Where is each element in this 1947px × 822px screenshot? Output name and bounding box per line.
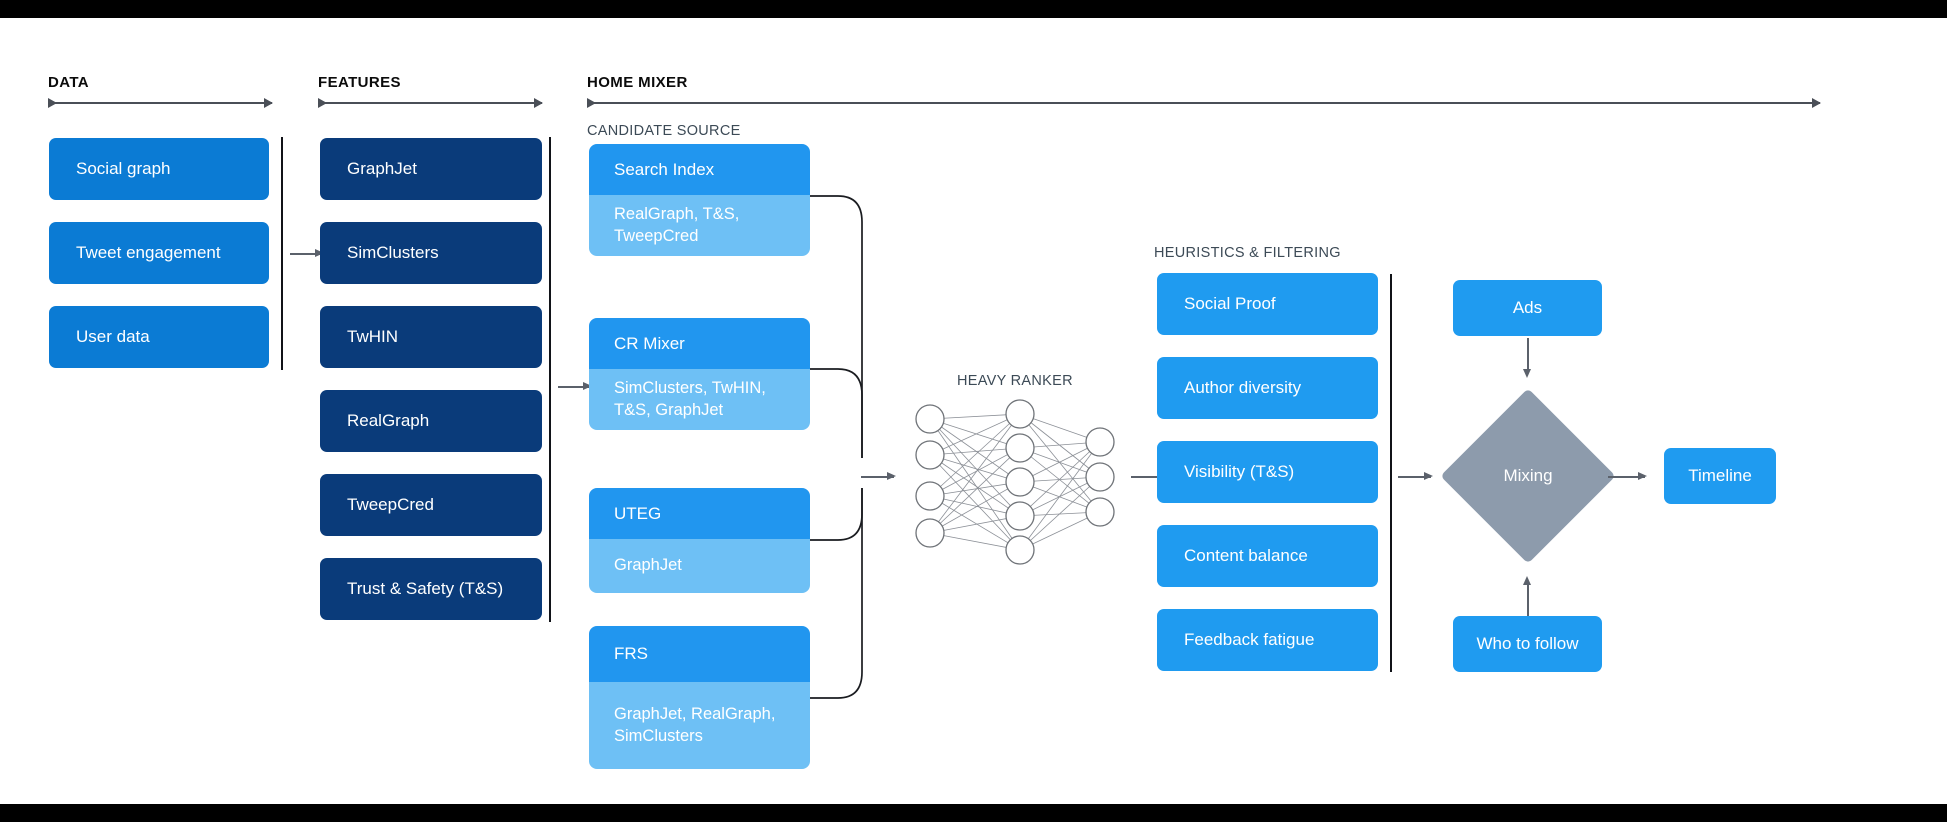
nn-input-node <box>915 440 945 470</box>
feature-box-tweepcred[interactable]: TweepCred <box>320 474 542 536</box>
features-axis-arrow <box>318 98 543 108</box>
arrow-mixing-to-timeline <box>1608 473 1647 480</box>
feature-box-simclusters[interactable]: SimClusters <box>320 222 542 284</box>
heuristic-box-author-diversity[interactable]: Author diversity <box>1157 357 1378 419</box>
feature-box-trust-safety[interactable]: Trust & Safety (T&S) <box>320 558 542 620</box>
nn-hidden-node <box>1005 535 1035 565</box>
divider-data-features <box>281 137 283 370</box>
feature-box-twhin[interactable]: TwHIN <box>320 306 542 368</box>
nn-output-node <box>1085 427 1115 457</box>
candidate-source-title: FRS <box>589 626 810 682</box>
candidate-source-search-index[interactable]: Search Index RealGraph, T&S, TweepCred <box>589 144 810 256</box>
nn-hidden-node <box>1005 501 1035 531</box>
heavy-ranker-network <box>915 399 1115 565</box>
candidate-source-title: CR Mixer <box>589 318 810 369</box>
heuristic-box-visibility[interactable]: Visibility (T&S) <box>1157 441 1378 503</box>
connector-overlay <box>810 195 1115 699</box>
data-box-social-graph[interactable]: Social graph <box>49 138 269 200</box>
data-box-tweet-engagement[interactable]: Tweet engagement <box>49 222 269 284</box>
data-box-label: User data <box>76 327 150 347</box>
nn-hidden-node <box>1005 399 1035 429</box>
output-box-who-to-follow[interactable]: Who to follow <box>1453 616 1602 672</box>
feature-box-label: TwHIN <box>347 327 398 347</box>
candidate-source-features: GraphJet <box>589 539 810 593</box>
section-label-heavy-ranker: HEAVY RANKER <box>957 373 1073 389</box>
heuristic-box-content-balance[interactable]: Content balance <box>1157 525 1378 587</box>
feature-box-label: GraphJet <box>347 159 417 179</box>
feature-box-graphjet[interactable]: GraphJet <box>320 138 542 200</box>
heuristic-box-label: Content balance <box>1184 546 1308 566</box>
heuristic-box-label: Social Proof <box>1184 294 1276 314</box>
section-label-home-mixer: HOME MIXER <box>587 74 688 91</box>
candidate-source-title: UTEG <box>589 488 810 539</box>
heuristic-box-feedback-fatigue[interactable]: Feedback fatigue <box>1157 609 1378 671</box>
home-mixer-axis-arrow <box>587 98 1821 108</box>
diagram-stage: DATA FEATURES HOME MIXER CANDIDATE SOURC… <box>0 18 1947 804</box>
nn-input-node <box>915 518 945 548</box>
candidate-source-uteg[interactable]: UTEG GraphJet <box>589 488 810 593</box>
arrow-heuristics-to-mixing <box>1398 473 1433 480</box>
feature-box-realgraph[interactable]: RealGraph <box>320 390 542 452</box>
candidate-source-features: GraphJet, RealGraph, SimClusters <box>589 682 810 769</box>
nn-output-node <box>1085 497 1115 527</box>
candidate-source-cr-mixer[interactable]: CR Mixer SimClusters, TwHIN, T&S, GraphJ… <box>589 318 810 430</box>
output-box-label: Who to follow <box>1476 634 1579 654</box>
mixing-diamond-label: Mixing <box>1503 466 1553 485</box>
data-axis-arrow <box>48 98 273 108</box>
arrow-features-to-candidates <box>558 383 592 390</box>
feature-box-label: TweepCred <box>347 495 434 515</box>
nn-input-node <box>915 481 945 511</box>
candidate-source-features: RealGraph, T&S, TweepCred <box>589 195 810 256</box>
section-label-features: FEATURES <box>318 74 401 91</box>
candidate-source-title: Search Index <box>589 144 810 195</box>
candidate-source-features: SimClusters, TwHIN, T&S, GraphJet <box>589 369 810 430</box>
heuristic-box-label: Author diversity <box>1184 378 1302 398</box>
data-box-label: Social graph <box>76 159 171 179</box>
section-label-candidate-source: CANDIDATE SOURCE <box>587 123 741 139</box>
section-label-data: DATA <box>48 74 90 91</box>
feature-box-label: RealGraph <box>347 411 430 431</box>
data-box-label: Tweet engagement <box>76 243 221 263</box>
nn-hidden-node <box>1005 467 1035 497</box>
data-box-user-data[interactable]: User data <box>49 306 269 368</box>
section-label-heuristics: HEURISTICS & FILTERING <box>1154 245 1341 261</box>
feature-box-label: SimClusters <box>347 243 439 263</box>
divider-features-candidates <box>549 137 551 622</box>
bracket-cr-mixer <box>810 368 863 458</box>
heuristic-box-label: Feedback fatigue <box>1184 630 1315 650</box>
arrow-who-to-follow-to-mixing <box>1523 576 1531 616</box>
nn-hidden-node <box>1005 433 1035 463</box>
nn-output-node <box>1085 462 1115 492</box>
heuristic-box-label: Visibility (T&S) <box>1184 462 1295 482</box>
arrow-ads-to-mixing <box>1523 338 1531 378</box>
nn-input-node <box>915 404 945 434</box>
heuristic-box-social-proof[interactable]: Social Proof <box>1157 273 1378 335</box>
bracket-search-index <box>810 195 863 458</box>
bracket-uteg <box>810 488 863 541</box>
output-box-label: Timeline <box>1688 466 1752 486</box>
output-box-ads[interactable]: Ads <box>1453 280 1602 336</box>
output-box-label: Ads <box>1512 298 1543 318</box>
divider-heuristics-mixing <box>1390 274 1392 672</box>
arrow-data-to-features <box>290 250 324 257</box>
arrow-candidates-to-ranker <box>861 473 896 480</box>
bracket-frs <box>810 488 863 699</box>
output-box-timeline[interactable]: Timeline <box>1664 448 1776 504</box>
feature-box-label: Trust & Safety (T&S) <box>347 579 504 599</box>
diagram-canvas: DATA FEATURES HOME MIXER CANDIDATE SOURC… <box>0 18 1947 804</box>
candidate-source-frs[interactable]: FRS GraphJet, RealGraph, SimClusters <box>589 626 810 769</box>
